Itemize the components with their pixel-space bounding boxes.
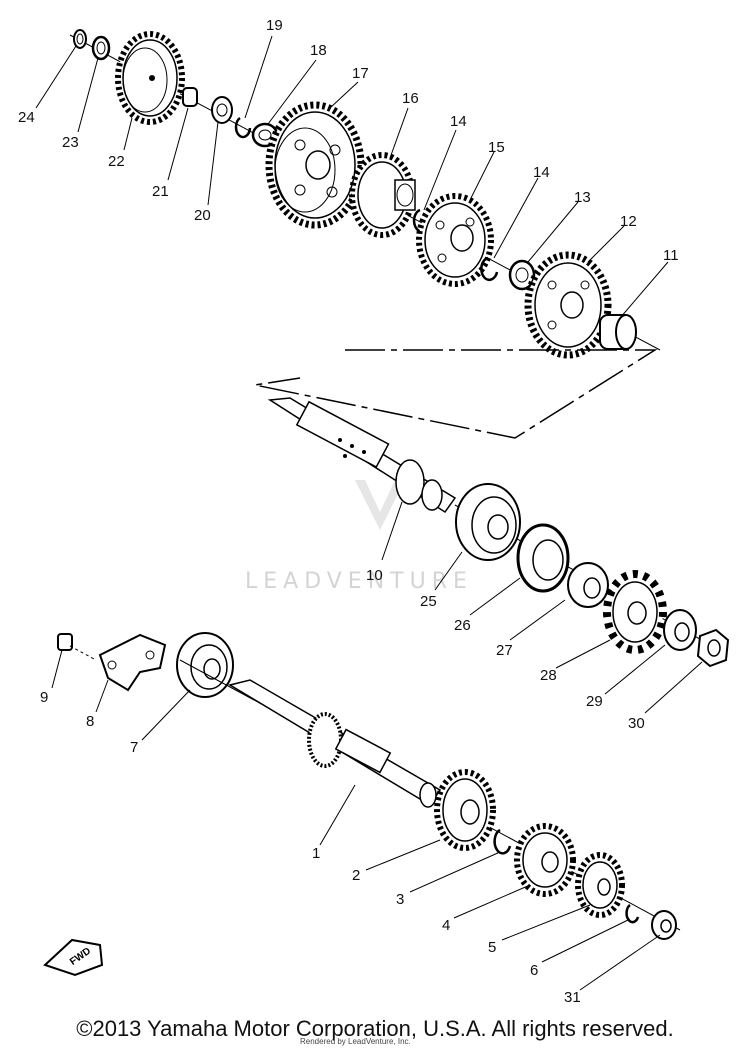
callout-2: 2 (352, 867, 360, 884)
part-22-gear (115, 31, 185, 125)
callout-19: 19 (266, 17, 283, 34)
part-15-gear (416, 193, 494, 287)
callout-30: 30 (628, 715, 645, 732)
fwd-arrow-icon: FWD (43, 938, 104, 977)
part-31-washer (651, 910, 677, 940)
callout-18: 18 (310, 42, 327, 59)
callout-29: 29 (586, 693, 603, 710)
callout-20: 20 (194, 207, 211, 224)
watermark-text: LEADVENTURE (245, 569, 473, 594)
callout-17: 17 (352, 65, 369, 82)
part-27-collar (567, 562, 609, 608)
callout-3: 3 (396, 891, 404, 908)
part-13-washer (508, 259, 536, 291)
part-10-countershaft (267, 397, 457, 514)
part-30-nut (696, 628, 730, 668)
callout-15: 15 (488, 139, 505, 156)
callout-24: 24 (18, 109, 35, 126)
part-14-circlip-lower (480, 256, 499, 282)
callout-27: 27 (496, 642, 513, 659)
rendered-by-text: Rendered by LeadVenture, Inc. (300, 1037, 411, 1046)
callout-leaders (35, 35, 703, 991)
callout-31: 31 (564, 989, 581, 1006)
callout-labels: 24 23 22 21 20 19 18 17 16 14 15 14 13 1… (18, 17, 679, 1006)
part-3-circlip (493, 828, 512, 855)
part-17-gear (265, 101, 365, 229)
callout-11: 11 (663, 247, 679, 264)
callout-25: 25 (420, 593, 437, 610)
part-28-drive-sprocket (603, 570, 667, 654)
callout-28: 28 (540, 667, 557, 684)
part-25-bearing (455, 483, 521, 561)
part-19-circlip (234, 116, 252, 139)
part-1-main-axle (228, 679, 442, 808)
part-6-circlip (625, 903, 640, 924)
part-2-gear (434, 769, 496, 851)
leadventure-watermark: LEADVENTURE (245, 480, 473, 594)
callout-26: 26 (454, 617, 471, 634)
callout-23: 23 (62, 134, 79, 151)
copyright-footer: ©2013 Yamaha Motor Corporation, U.S.A. A… (76, 1016, 674, 1041)
part-4-gear (514, 823, 576, 897)
part-11-bushing (599, 314, 637, 350)
part-24-circlip (73, 29, 87, 49)
callout-9: 9 (40, 689, 48, 706)
part-8-bearing-stopper-plate (98, 633, 167, 692)
callout-4: 4 (442, 917, 450, 934)
part-16-gear (349, 152, 416, 238)
callout-14-upper: 14 (450, 113, 467, 130)
part-23-washer (91, 35, 111, 61)
part-26-oil-seal (516, 523, 570, 593)
callout-6: 6 (530, 962, 538, 979)
callout-7: 7 (130, 739, 138, 756)
part-9-bolt (57, 633, 97, 661)
part-29-lock-washer (663, 609, 697, 651)
callout-5: 5 (488, 939, 496, 956)
part-5-gear (575, 852, 625, 918)
callout-14-lower: 14 (533, 164, 550, 181)
part-12-gear (524, 251, 612, 359)
callout-22: 22 (108, 153, 125, 170)
callout-12: 12 (620, 213, 637, 230)
callout-1: 1 (312, 845, 320, 862)
callout-16: 16 (402, 90, 419, 107)
part-7-bearing (176, 632, 234, 698)
callout-10: 10 (366, 567, 383, 584)
part-21-collar (182, 87, 198, 107)
part-20-washer (211, 96, 233, 124)
callout-13: 13 (574, 189, 591, 206)
callout-21: 21 (152, 183, 169, 200)
callout-8: 8 (86, 713, 94, 730)
